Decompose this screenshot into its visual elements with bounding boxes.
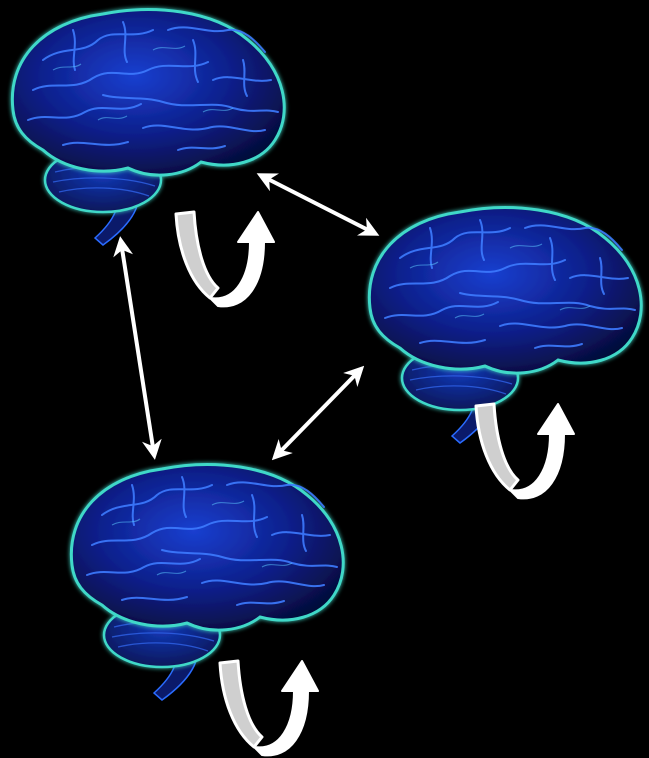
edges — [121, 176, 374, 456]
brain-top-left — [12, 10, 284, 245]
self-loop-arrow-icon — [476, 404, 574, 498]
brain-right — [369, 208, 641, 443]
self-loop-arrow-icon — [176, 212, 274, 306]
edge-right-bottom-left — [276, 370, 360, 456]
edge-top-left-right — [262, 176, 374, 233]
brain-icon — [369, 208, 641, 443]
self-loop-arrow-icon — [220, 661, 318, 755]
edge-top-left-bottom-left — [121, 242, 154, 454]
brain-icon — [12, 10, 284, 245]
